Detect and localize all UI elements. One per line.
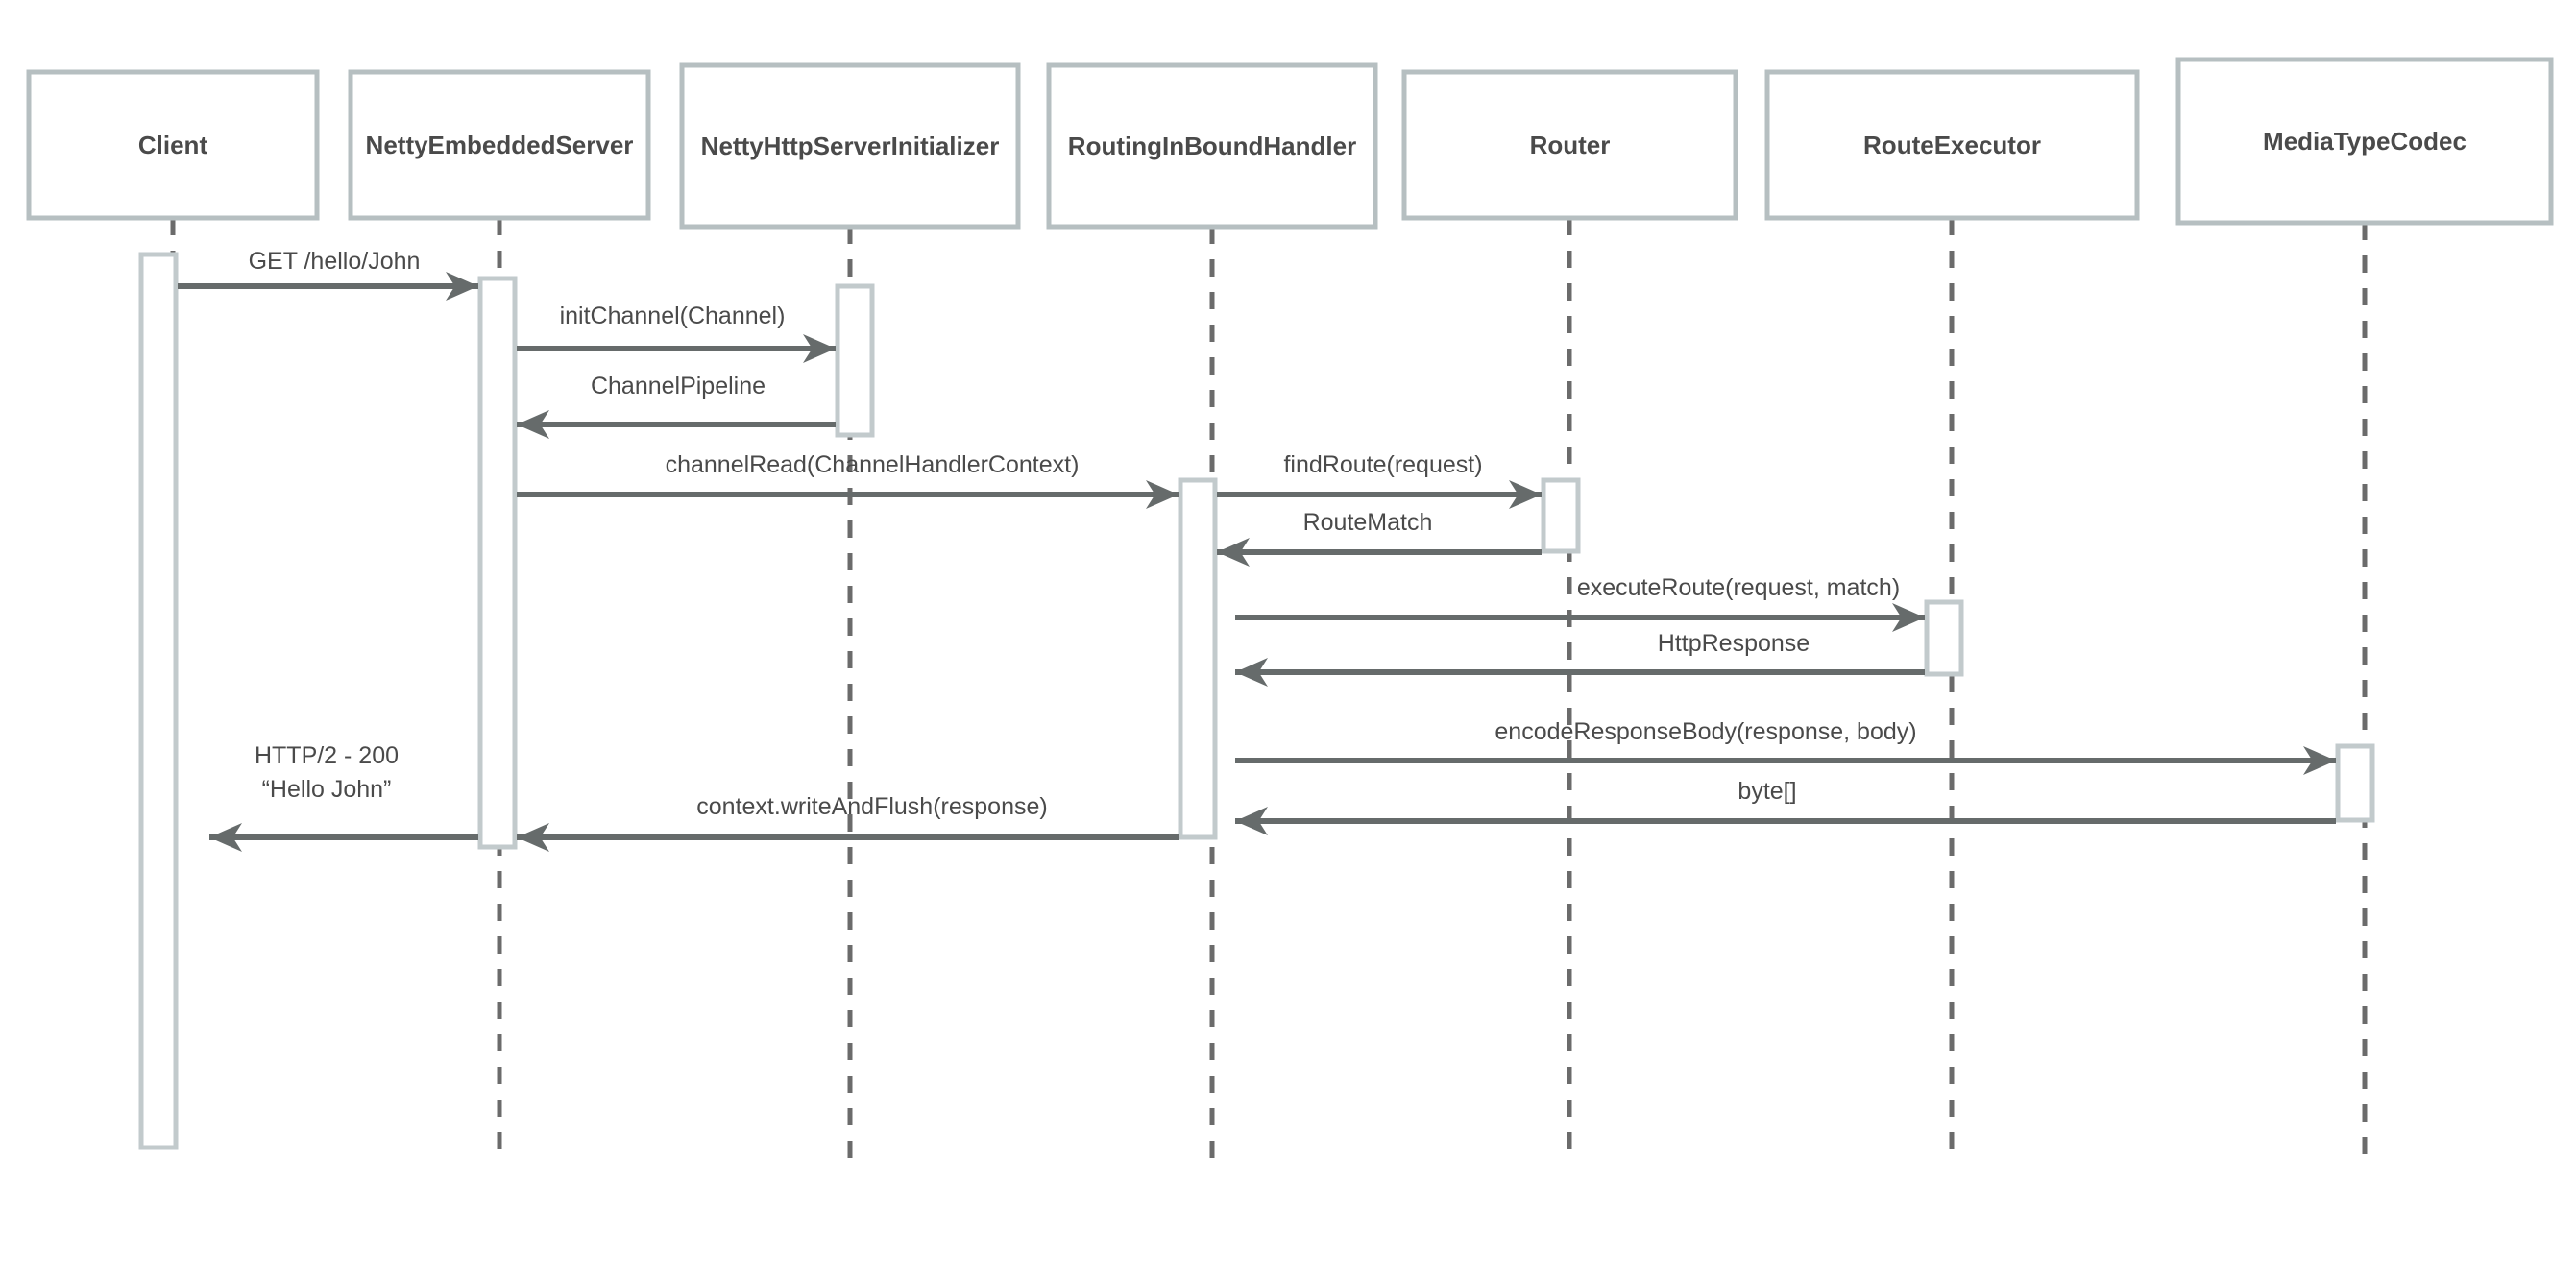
- participant-box-server: [348, 69, 651, 221]
- message-11-return[interactable]: context.writeAndFlush(response): [517, 793, 1179, 852]
- participant-executor[interactable]: RouteExecutor: [1764, 69, 2140, 221]
- message-arrowhead: [1146, 480, 1179, 509]
- participant-codec[interactable]: MediaTypeCodec: [2175, 57, 2554, 226]
- message-arrowhead: [209, 823, 242, 852]
- message-8-return[interactable]: HttpResponse: [1235, 630, 1925, 687]
- message-arrowhead: [1509, 480, 1542, 509]
- message-3-return[interactable]: ChannelPipeline: [517, 373, 836, 439]
- message-label: initChannel(Channel): [560, 302, 786, 329]
- message-label-line2: “Hello John”: [262, 776, 392, 803]
- activation-bar-client: [138, 252, 179, 1150]
- participant-box-initializer: [679, 62, 1021, 230]
- participant-label-initializer: NettyHttpServerInitializer: [701, 132, 1000, 160]
- message-label: GET /hello/John: [249, 248, 421, 275]
- participant-label-server: NettyEmbeddedServer: [366, 131, 634, 159]
- participant-box-client: [26, 69, 320, 221]
- participant-box-executor: [1764, 69, 2140, 221]
- message-arrowhead: [803, 334, 836, 363]
- participant-label-executor: RouteExecutor: [1863, 131, 2041, 159]
- message-arrowhead: [1235, 658, 1268, 687]
- message-label: findRoute(request): [1283, 451, 1482, 478]
- activation-bar-handler: [1178, 477, 1218, 840]
- message-label: context.writeAndFlush(response): [696, 793, 1047, 820]
- activation-bars-layer: [138, 252, 2375, 1150]
- message-arrowhead: [446, 272, 478, 301]
- activation-bar-executor: [1924, 599, 1964, 677]
- message-arrowhead: [2303, 746, 2336, 775]
- participant-box-codec: [2175, 57, 2554, 226]
- message-label: channelRead(ChannelHandlerContext): [666, 451, 1080, 478]
- message-label: HttpResponse: [1658, 630, 1810, 657]
- message-7-call[interactable]: executeRoute(request, match): [1235, 574, 1925, 632]
- participant-server[interactable]: NettyEmbeddedServer: [348, 69, 651, 221]
- message-label: executeRoute(request, match): [1577, 574, 1900, 601]
- participant-label-handler: RoutingInBoundHandler: [1068, 132, 1356, 160]
- message-4-call[interactable]: channelRead(ChannelHandlerContext): [517, 451, 1179, 509]
- message-arrowhead: [517, 410, 549, 439]
- message-label: RouteMatch: [1303, 509, 1433, 536]
- message-label: encodeResponseBody(response, body): [1495, 718, 1916, 745]
- participant-handler[interactable]: RoutingInBoundHandler: [1046, 62, 1378, 230]
- participant-router[interactable]: Router: [1401, 69, 1738, 221]
- participant-initializer[interactable]: NettyHttpServerInitializer: [679, 62, 1021, 230]
- participant-box-router: [1401, 69, 1738, 221]
- message-2-call[interactable]: initChannel(Channel): [517, 302, 836, 363]
- participant-label-codec: MediaTypeCodec: [2263, 127, 2467, 156]
- activation-bar-initializer: [835, 283, 875, 438]
- messages-layer: GET /hello/John initChannel(Channel) Chann…: [178, 248, 2336, 852]
- participant-client[interactable]: Client: [26, 69, 320, 221]
- message-label: HTTP/2 - 200: [255, 742, 399, 769]
- message-5-call[interactable]: findRoute(request): [1217, 451, 1542, 509]
- message-arrowhead: [1217, 538, 1250, 567]
- participant-label-router: Router: [1530, 131, 1611, 159]
- message-arrowhead: [517, 823, 549, 852]
- activation-bar-codec: [2335, 743, 2375, 823]
- message-10-return[interactable]: byte[]: [1235, 778, 2336, 835]
- message-label: ChannelPipeline: [591, 373, 766, 399]
- activation-bar-router: [1541, 477, 1581, 554]
- participant-boxes-layer: Client NettyEmbeddedServer NettyHttpServer…: [26, 57, 2554, 230]
- message-arrowhead: [1892, 603, 1925, 632]
- message-9-call[interactable]: encodeResponseBody(response, body): [1235, 718, 2336, 775]
- message-arrowhead: [1235, 807, 1268, 835]
- message-label: byte[]: [1738, 778, 1796, 805]
- activation-bar-server: [477, 276, 518, 850]
- participant-box-handler: [1046, 62, 1378, 230]
- message-12-return[interactable]: HTTP/2 - 200 “Hello John”: [209, 742, 478, 852]
- message-6-return[interactable]: RouteMatch: [1217, 509, 1542, 567]
- participant-label-client: Client: [138, 131, 208, 159]
- message-1-call[interactable]: GET /hello/John: [178, 248, 478, 301]
